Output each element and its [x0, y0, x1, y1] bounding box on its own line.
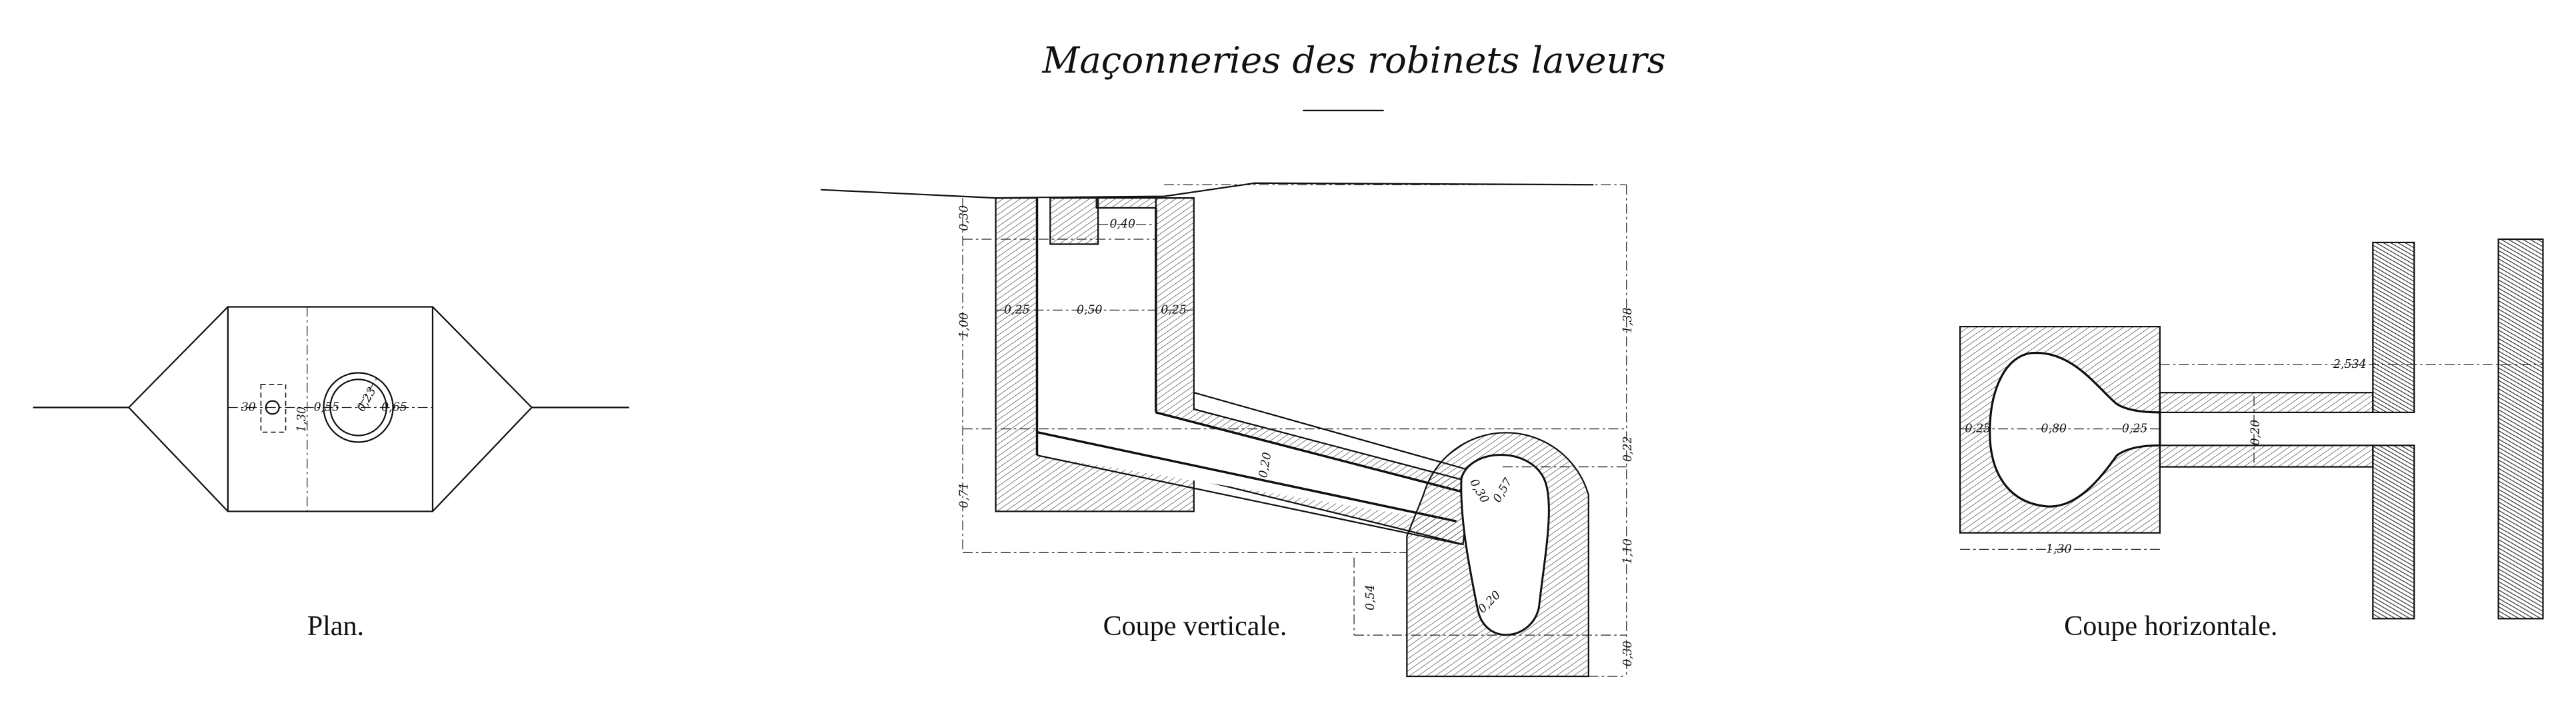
cv-label-right-total: 1,38 [1621, 307, 1635, 333]
cv-caption: Coupe verticale. [1103, 610, 1287, 642]
plan-label-radius: 0,23 [355, 385, 379, 414]
plan-label-mid: 0,55 [314, 400, 340, 414]
ch-label-channel: 0,20 [2249, 420, 2262, 446]
sheet-title: Maçonneries des robinets laveurs [1042, 39, 1666, 81]
cv-label-right-arch: 0,22 [1621, 436, 1635, 462]
plan-label-width: 1,30 [295, 406, 309, 432]
cv-label-opening: 0,40 [1109, 218, 1135, 231]
cv-label-shaft-left: 1,00 [957, 313, 971, 339]
ch-label-right: 0,25 [2122, 422, 2148, 436]
cv-label-bottom-left: 0,71 [957, 482, 971, 508]
cv-label-wall-left: 0,25 [1004, 303, 1030, 317]
ch-label-left: 0,25 [1965, 422, 1991, 436]
ch-caption: Coupe horizontale. [2064, 610, 2277, 642]
vertical-section-view: 0,30 1,00 0,71 0,40 0,25 0,50 0,25 0,20 … [820, 182, 1635, 678]
horizontal-section-view: 0,25 0,80 0,25 0,20 2,534 1,30 Coupe hor… [1959, 238, 2544, 642]
cv-label-depth: 0,54 [1364, 584, 1377, 610]
plan-label-right: 0,65 [381, 400, 407, 414]
plan-caption: Plan. [307, 610, 364, 642]
cv-label-wall-right: 0,25 [1161, 303, 1187, 317]
ch-label-diameter: 0,80 [2041, 422, 2067, 436]
ch-label-length: 2,534 [2333, 358, 2367, 371]
ch-label-width: 1,30 [2046, 542, 2072, 556]
cv-label-shaft-width: 0,50 [1077, 303, 1103, 317]
plan-view: 30 1,30 0,55 0,23 0,65 Plan. [33, 306, 629, 642]
cv-label-right-chamber: 1,10 [1621, 538, 1635, 564]
cv-label-right-base: 0,30 [1621, 641, 1635, 667]
plan-label-left: 30 [241, 400, 256, 414]
cv-label-top-left: 0,30 [957, 205, 971, 231]
